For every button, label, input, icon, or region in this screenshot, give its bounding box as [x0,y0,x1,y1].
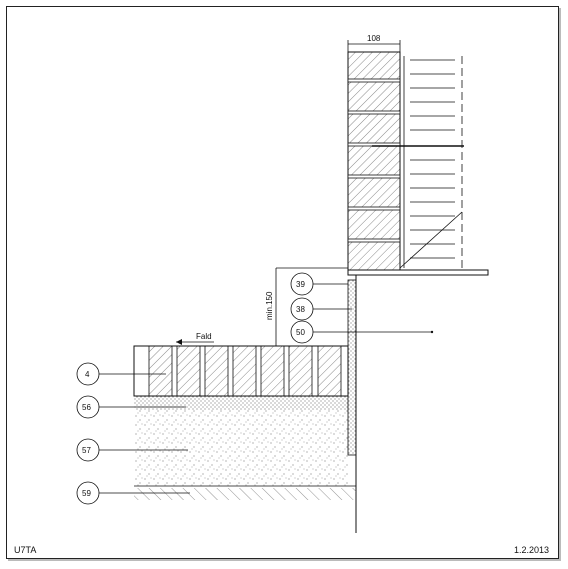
svg-text:38: 38 [296,305,305,314]
callout-57: 57 [76,438,188,462]
subgrade [134,485,356,500]
svg-text:50: 50 [296,328,305,337]
svg-text:59: 59 [82,489,91,498]
svg-text:57: 57 [82,446,91,455]
slope-label: Fald [196,332,212,341]
sheet-code: U7TA [14,545,37,555]
slope-annotation: Fald [176,332,214,345]
sand-bedding [134,396,348,410]
callout-56: 56 [76,395,186,419]
brick-wall [347,51,401,271]
wall-width-label: 108 [367,34,381,43]
svg-text:39: 39 [296,280,305,289]
callout-50: 50 [290,320,434,344]
drawing-frame [6,6,559,559]
svg-text:4: 4 [85,370,90,379]
paving-stones [133,345,349,397]
wall-width-dimension: 108 [347,34,401,52]
insulation-layer [372,56,464,269]
callout-59: 59 [76,481,190,505]
base-course [134,410,348,486]
svg-text:56: 56 [82,403,91,412]
sheet-date: 1.2.2013 [514,545,550,555]
min-height-label: min.150 [265,291,274,320]
callout-38: 38 [290,297,352,321]
floor-slab [347,269,489,276]
callout-4: 4 [76,362,166,386]
callout-39: 39 [290,272,348,296]
min-height-dimension: min.150 [265,267,348,346]
